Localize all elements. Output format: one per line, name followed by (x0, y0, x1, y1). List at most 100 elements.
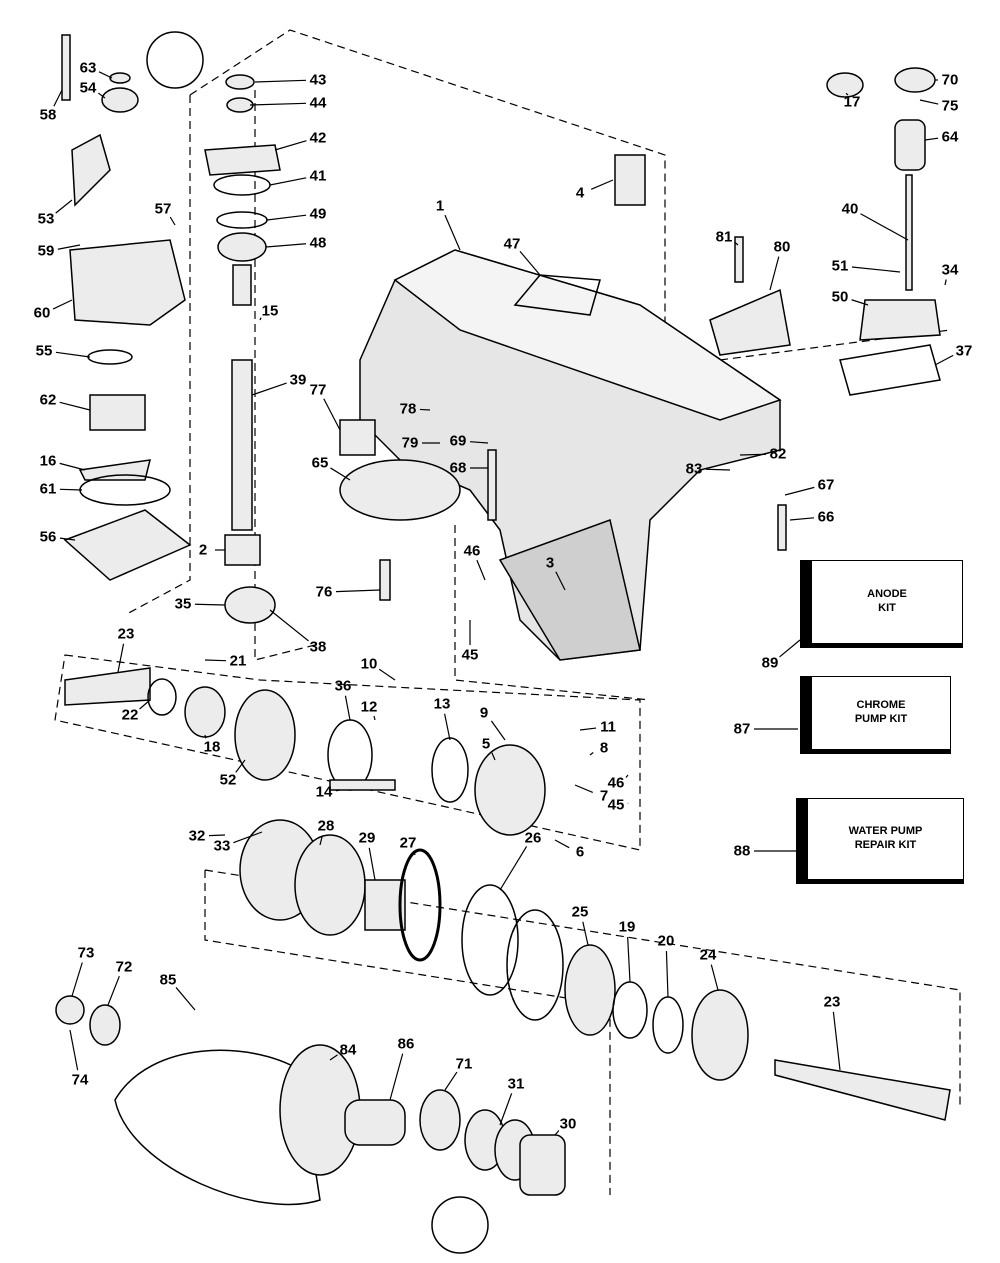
callout-75: 75 (941, 97, 959, 115)
leader-line (832, 1011, 841, 1071)
callout-18: 18 (203, 738, 221, 756)
callout-52: 52 (219, 771, 237, 789)
leader-line (627, 936, 631, 983)
callout-71: 71 (455, 1055, 473, 1073)
kit-label: KIT (878, 602, 896, 614)
callout-73: 73 (77, 944, 95, 962)
leader-line (59, 537, 76, 541)
leader-line (373, 715, 376, 721)
leader-line (139, 699, 151, 710)
leader-line (107, 975, 120, 1006)
leader-line (98, 71, 113, 79)
leader-line (590, 179, 614, 190)
callout-62: 62 (39, 391, 57, 409)
leader-line (499, 846, 528, 891)
callout-44: 44 (309, 94, 327, 112)
callout-28: 28 (317, 817, 335, 835)
leader-line (582, 921, 589, 946)
leader-line (335, 589, 381, 593)
leader-line (469, 441, 489, 444)
leader-line (175, 987, 196, 1011)
leader-line (274, 140, 307, 151)
leader-line (254, 79, 307, 83)
callout-19: 19 (618, 918, 636, 936)
callout-54: 54 (79, 79, 97, 97)
leader-lines (52, 71, 954, 1136)
callout-63: 63 (79, 59, 97, 77)
callout-78: 78 (399, 400, 417, 418)
callout-42: 42 (309, 129, 327, 147)
leader-line (52, 299, 73, 310)
callout-49: 49 (309, 205, 327, 223)
callout-7: 7 (599, 787, 609, 805)
callout-85: 85 (159, 971, 177, 989)
callout-70: 70 (941, 71, 959, 89)
callout-53: 53 (37, 210, 55, 228)
callout-23: 23 (823, 993, 841, 1011)
leader-line (734, 241, 739, 246)
callout-30: 30 (559, 1115, 577, 1133)
leader-line (554, 1130, 560, 1136)
callout-50: 50 (831, 288, 849, 306)
callout-11: 11 (600, 718, 616, 736)
kit-label: CHROME (856, 699, 906, 712)
leader-line (269, 177, 307, 186)
callout-82: 82 (769, 445, 787, 463)
callout-72: 72 (115, 958, 133, 976)
leader-line (344, 695, 351, 721)
callout-46: 46 (607, 774, 625, 792)
callout-13: 13 (433, 695, 451, 713)
callout-34: 34 (941, 261, 959, 279)
callout-22: 22 (121, 706, 139, 724)
leader-line (249, 102, 307, 106)
leader-line (319, 835, 323, 846)
leader-line (368, 847, 376, 881)
callout-47: 47 (503, 235, 521, 253)
callout-29: 29 (358, 829, 376, 847)
leader-line (851, 299, 869, 306)
callout-4: 4 (575, 184, 585, 202)
leader-line (323, 398, 341, 431)
callout-1: 1 (435, 197, 445, 215)
leader-line (259, 317, 262, 321)
callout-5: 5 (481, 735, 491, 753)
callout-36: 36 (334, 677, 352, 695)
callout-6: 6 (575, 843, 585, 861)
leader-line (710, 964, 719, 991)
leader-line (579, 727, 597, 731)
leader-line (169, 216, 176, 226)
leader-line (851, 266, 901, 273)
leader-line (59, 462, 86, 471)
callout-14: 14 (315, 783, 333, 801)
kit-label: ANODE (867, 588, 907, 601)
callout-86: 86 (397, 1035, 415, 1053)
callout-21: 21 (229, 652, 247, 670)
callout-41: 41 (309, 167, 327, 185)
leader-line (378, 668, 396, 681)
callout-3: 3 (545, 554, 555, 572)
callout-26: 26 (524, 829, 542, 847)
callout-12: 12 (360, 698, 378, 716)
callout-87: 87 (733, 720, 751, 738)
leader-line (934, 354, 954, 366)
leader-line (845, 92, 849, 96)
callout-64: 64 (941, 128, 959, 146)
callout-37: 37 (955, 342, 973, 360)
callout-48: 48 (309, 234, 327, 252)
callout-58: 58 (39, 106, 57, 124)
callout-8: 8 (599, 739, 609, 757)
leader-line (919, 99, 939, 105)
leader-line (330, 467, 351, 481)
leader-line (71, 962, 83, 997)
callout-2: 2 (198, 541, 208, 559)
leader-line (117, 643, 125, 673)
kit-label: PUMP KIT (854, 713, 908, 725)
callout-24: 24 (699, 946, 717, 964)
kit-label: WATER PUMP (848, 825, 923, 838)
callout-66: 66 (817, 508, 835, 526)
dashed-group-lines (54, 29, 961, 1195)
leader-line (476, 559, 486, 581)
leader-line (413, 851, 416, 856)
leader-line (944, 279, 947, 286)
